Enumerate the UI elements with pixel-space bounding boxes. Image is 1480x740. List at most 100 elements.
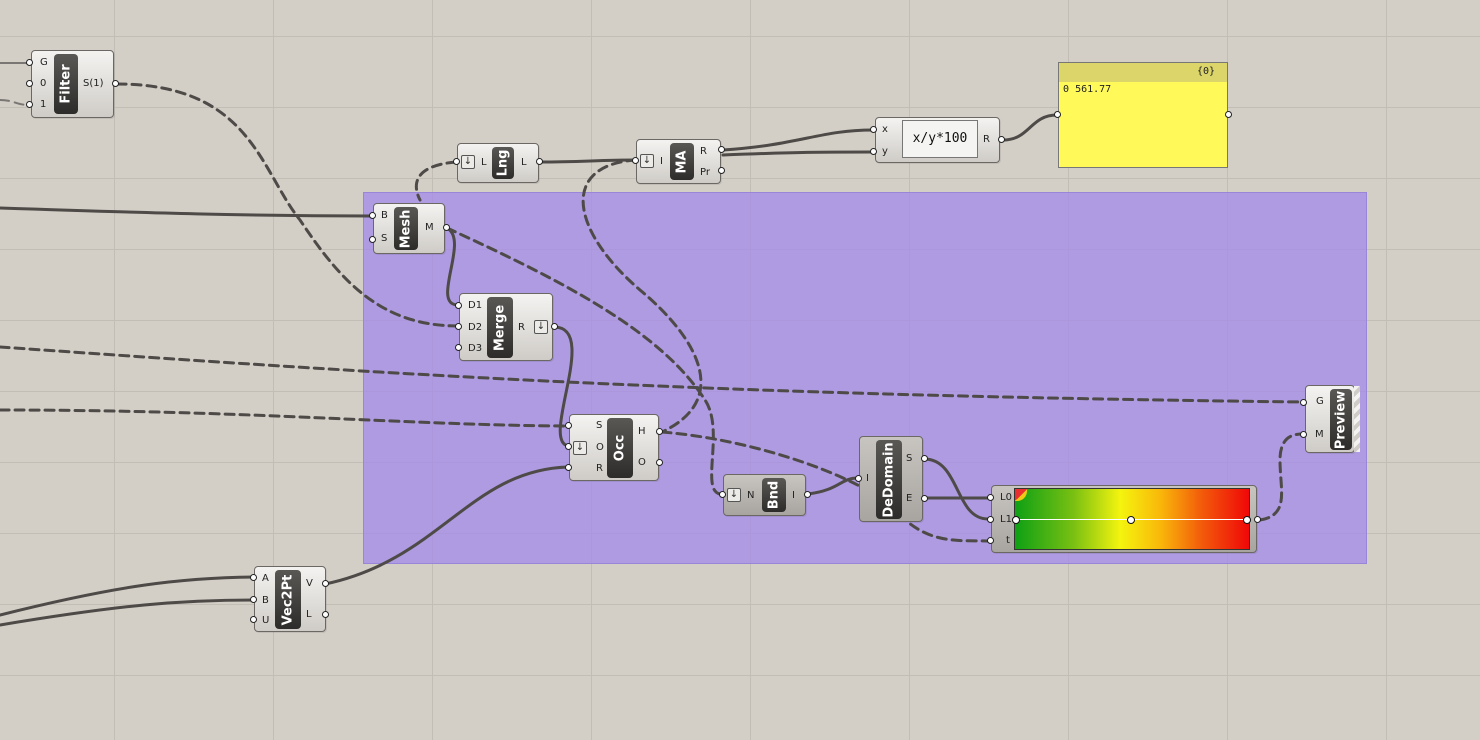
wire[interactable]	[0, 99, 30, 106]
input-port[interactable]	[1300, 399, 1307, 406]
input-port[interactable]	[455, 302, 462, 309]
grid-line	[0, 36, 1480, 37]
gradient-grip[interactable]	[1243, 516, 1251, 524]
input-port[interactable]	[26, 80, 33, 87]
filter-component[interactable]: G 0 1 Filter S(1)	[31, 50, 114, 118]
filter-input-1: 1	[40, 99, 47, 110]
preview-component[interactable]: G M Preview	[1305, 385, 1360, 453]
input-port[interactable]	[1054, 111, 1061, 118]
input-port[interactable]	[453, 158, 460, 165]
input-port[interactable]	[26, 59, 33, 66]
wire[interactable]	[0, 598, 256, 627]
wire[interactable]	[0, 408, 570, 428]
input-port[interactable]	[987, 537, 994, 544]
flatten-icon[interactable]: ↓	[640, 154, 654, 168]
wire[interactable]	[414, 160, 458, 202]
input-port[interactable]	[369, 236, 376, 243]
wire[interactable]	[0, 575, 256, 617]
output-port[interactable]	[998, 136, 1005, 143]
input-port[interactable]	[250, 616, 257, 623]
wire[interactable]	[0, 206, 374, 218]
input-port[interactable]	[250, 574, 257, 581]
wire[interactable]	[721, 150, 875, 157]
input-port[interactable]	[565, 464, 572, 471]
wire[interactable]	[660, 430, 990, 543]
wire[interactable]	[923, 457, 990, 521]
wire[interactable]	[1258, 432, 1305, 522]
output-port[interactable]	[921, 455, 928, 462]
flatten-icon[interactable]: ↓	[461, 155, 475, 169]
input-port[interactable]	[870, 126, 877, 133]
flatten-icon[interactable]: ↓	[534, 320, 548, 334]
mass-addition-component[interactable]: ↓ I MA R Pr	[636, 139, 721, 184]
wire[interactable]	[0, 345, 1305, 404]
output-port[interactable]	[804, 491, 811, 498]
preview-input-m: M	[1315, 429, 1324, 440]
gradient-input-l1: L1	[1000, 514, 1012, 525]
flatten-icon[interactable]: ↓	[727, 488, 741, 502]
grid-line	[114, 0, 115, 740]
grid-line	[0, 675, 1480, 676]
wire[interactable]	[806, 476, 860, 496]
grid-line	[0, 107, 1480, 108]
input-port[interactable]	[455, 323, 462, 330]
wire[interactable]	[721, 128, 875, 152]
mesh-nickname: Mesh	[394, 207, 418, 250]
input-port[interactable]	[987, 494, 994, 501]
output-port[interactable]	[718, 167, 725, 174]
output-port[interactable]	[322, 611, 329, 618]
panel-component[interactable]: {0} 0 561.77	[1058, 62, 1228, 168]
wire[interactable]	[552, 325, 574, 448]
gradient-grip[interactable]	[1127, 516, 1135, 524]
wire[interactable]	[445, 226, 460, 307]
input-port[interactable]	[1300, 431, 1307, 438]
output-port[interactable]	[656, 459, 663, 466]
length-component[interactable]: ↓ L Lng L	[457, 143, 539, 183]
expression-text[interactable]: x/y*100	[902, 120, 978, 158]
flatten-icon[interactable]: ↓	[573, 441, 587, 455]
merge-component[interactable]: D1 D2 D3 Merge R ↓	[459, 293, 553, 361]
input-port[interactable]	[987, 516, 994, 523]
merge-input-d2: D2	[468, 322, 483, 333]
occ-nickname: Occ	[607, 418, 633, 478]
gradient-preset-icon[interactable]	[1015, 489, 1027, 501]
input-port[interactable]	[870, 148, 877, 155]
merge-output-r: R	[518, 322, 525, 333]
output-port[interactable]	[1225, 111, 1232, 118]
output-port[interactable]	[921, 495, 928, 502]
wire[interactable]	[581, 158, 703, 434]
output-port[interactable]	[112, 80, 119, 87]
output-port[interactable]	[322, 580, 329, 587]
input-port[interactable]	[565, 422, 572, 429]
preview-nickname: Preview	[1330, 389, 1352, 450]
occlusion-component[interactable]: S ↓ O R Occ H O	[569, 414, 659, 481]
input-port[interactable]	[369, 212, 376, 219]
wire[interactable]	[445, 226, 722, 496]
expr-input-x: x	[882, 124, 888, 135]
dedomain-component[interactable]: I DeDomain S E	[859, 436, 923, 522]
input-port[interactable]	[26, 101, 33, 108]
input-port[interactable]	[632, 157, 639, 164]
mesh-component[interactable]: B S Mesh M	[373, 203, 445, 254]
mesh-output-m: M	[425, 222, 434, 233]
input-port[interactable]	[250, 596, 257, 603]
output-port[interactable]	[443, 224, 450, 231]
bounds-component[interactable]: ↓ N Bnd I	[723, 474, 806, 516]
gradient-grip[interactable]	[1012, 516, 1020, 524]
input-port[interactable]	[719, 491, 726, 498]
vec2pt-input-u: U	[262, 615, 270, 626]
input-port[interactable]	[455, 344, 462, 351]
output-port[interactable]	[1254, 516, 1261, 523]
wire[interactable]	[1001, 113, 1059, 142]
vec2pt-component[interactable]: A B U Vec2Pt V L	[254, 566, 326, 632]
wire[interactable]	[323, 465, 570, 586]
occ-output-o: O	[638, 457, 646, 468]
wire[interactable]	[115, 82, 460, 328]
output-port[interactable]	[551, 323, 558, 330]
output-port[interactable]	[536, 158, 543, 165]
output-port[interactable]	[718, 146, 725, 153]
input-port[interactable]	[565, 443, 572, 450]
input-port[interactable]	[855, 475, 862, 482]
output-port[interactable]	[656, 428, 663, 435]
